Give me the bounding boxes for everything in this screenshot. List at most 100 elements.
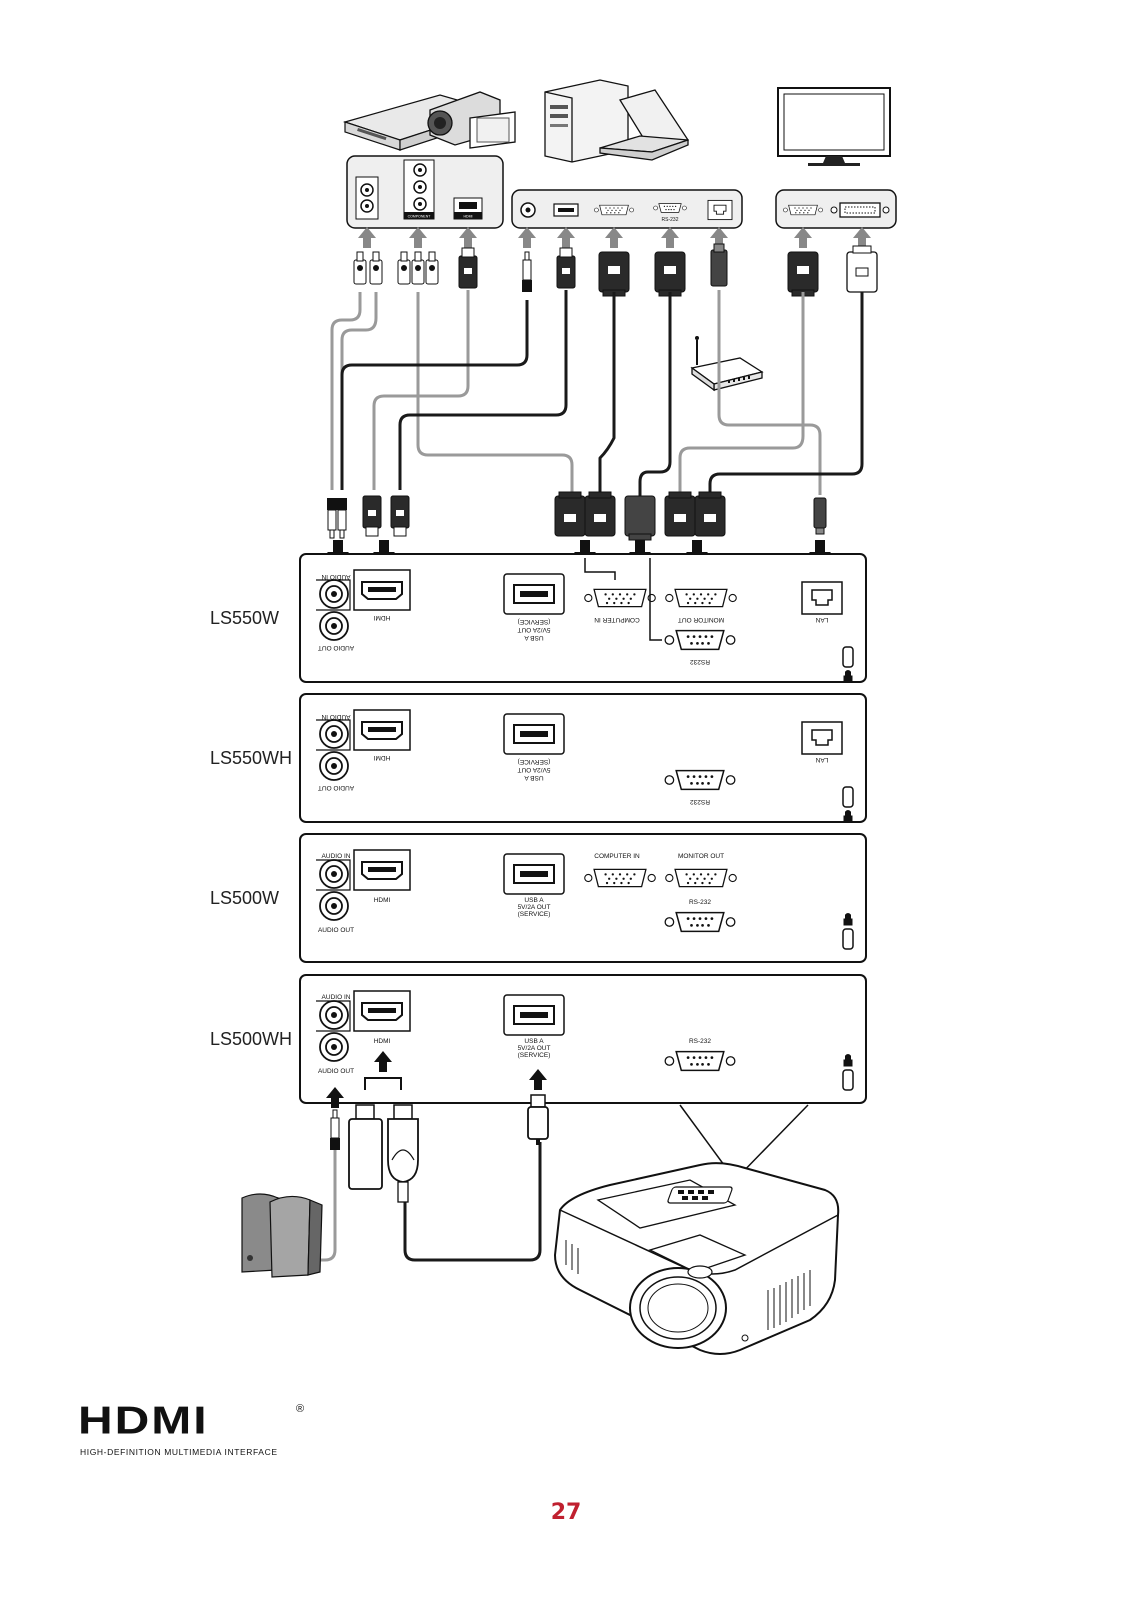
audio-in-label: AUDIO IN [321,573,350,580]
rs232-label: RS232 [690,658,710,665]
usb-port [503,573,565,615]
usb-label-1: 5V/2A OUT [518,626,551,633]
model-label: LS550W [210,608,279,628]
gray-cables [305,290,822,1262]
hdmi-logo-registered: ® [296,1403,304,1415]
audio-out-label: AUDIO OUT [318,1068,354,1075]
lan-port [801,721,843,755]
dark-cables [340,290,864,1262]
bottom-plugs [326,491,827,541]
usb-label-2: (SERVICE) [518,758,551,765]
usb-label-2: (SERVICE) [518,618,551,625]
up-arrows-sources [358,227,871,248]
rs232-source-label: RS-232 [662,217,679,223]
usb-label-2: (SERVICE) [518,911,551,918]
lock-icon [842,1069,854,1091]
panel-frame [299,553,867,683]
rs232-label: RS-232 [689,899,711,906]
usb-port [503,853,565,895]
lock-icon [842,928,854,950]
rs232-label: RS-232 [689,1038,711,1045]
page-number: 27 [550,1500,582,1525]
router-icon [690,336,764,392]
audio-in-jack [319,1000,349,1030]
panel-frame [299,974,867,1104]
monitor-out-label: MONITOR OUT [678,616,724,623]
usb-label-2: (SERVICE) [518,1052,551,1059]
hdmi-port [353,990,411,1032]
usb-label-1: 5V/2A OUT [518,1045,551,1052]
usb-plug [527,1094,549,1145]
kensington-lock-icon [843,670,853,683]
audio-in-label: AUDIO IN [322,853,351,860]
hdmi-port [353,709,411,751]
component-label: COMPONENT [408,215,432,219]
usb-label-1: 5V/2A OUT [518,904,551,911]
audio-in-label: AUDIO IN [321,713,350,720]
audio-in-jack [319,719,349,749]
panel-ls550w: LS550W AUDIO IN AUDIO OUT HDMI USB A5V/2A OU… [210,553,867,683]
lock-icon [842,646,854,668]
hdmi-logo-wordmark: HDMI [78,1398,209,1442]
lan-port [707,199,733,221]
model-label: LS550WH [210,748,292,768]
usb-port [503,994,565,1036]
lock-icon [842,786,854,808]
monitor-icon [777,87,891,166]
computer-source-panel: RS-232 [511,189,743,229]
desktop-computer-icon [544,79,629,163]
audio-out-jack [319,891,349,921]
kensington-lock-icon [843,913,853,926]
monitor-source-panel [775,189,897,229]
hdmi-port [353,849,411,891]
audio-in-label: AUDIO IN [322,994,351,1001]
monitor-out-label: MONITOR OUT [678,853,724,860]
mhl-adapter-icon [387,1104,419,1203]
lan-port [801,581,843,615]
laptop-icon [599,89,690,161]
kensington-lock-icon [843,1054,853,1067]
hdmi-label: HDMI [374,754,391,761]
computer-in-label: COMPUTER IN [594,616,640,623]
av-source-panel: VIDEO COMPONENT HDMI [346,155,504,229]
audio-out-jack [319,611,349,641]
video-label: VIDEO [362,214,373,218]
usb-label-0: USB A [524,774,544,781]
panel-frame [299,833,867,963]
audio-jack-plug [329,1109,341,1151]
audio-out-label: AUDIO OUT [318,644,354,651]
audio-in-jack [319,579,349,609]
computer-in-cable [584,558,616,580]
hdmi-source-label: HDMI [464,215,473,219]
rs232-cable [649,558,662,641]
usb-label-0: USB A [524,897,544,904]
lan-label: LAN [815,616,828,623]
hdmi-logo: HDMI ® HIGH-DEFINITION MULTIMEDIA INTERF… [78,1398,304,1457]
lan-label: LAN [815,756,828,763]
hdmi-dongle-icon [348,1104,383,1190]
panel-frame [299,693,867,823]
hdmi-port [353,569,411,611]
dvi-port [830,202,890,218]
hdmi-logo-tagline: HIGH-DEFINITION MULTIMEDIA INTERFACE [80,1447,278,1457]
audio-in-jack [319,859,349,889]
usb-port [503,713,565,755]
usb-label-0: USB A [524,1038,544,1045]
rs232-label: RS232 [690,798,710,805]
usb-label-0: USB A [524,634,544,641]
model-label: LS500W [210,888,279,908]
model-label: LS500WH [210,1029,292,1049]
audio-out-label: AUDIO OUT [318,784,354,791]
audio-out-jack [319,751,349,781]
kensington-lock-icon [843,810,853,823]
audio-out-port [520,202,536,218]
camcorder-icon [427,91,516,149]
projector-icon [553,1162,840,1355]
computer-in-label: COMPUTER IN [594,853,640,860]
audio-out-label: AUDIO OUT [318,927,354,934]
hdmi-label: HDMI [374,614,391,621]
up-arrows-bottom [326,1051,547,1108]
